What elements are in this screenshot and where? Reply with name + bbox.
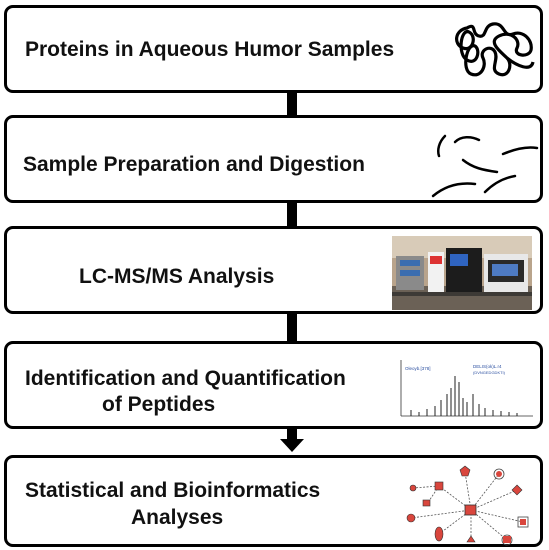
network-graph-icon bbox=[406, 465, 529, 546]
mass-spectrum-plot: Oleoyb.[378] DELIS(ok)L.r4 (DVNGEDGDKTI) bbox=[400, 360, 533, 417]
step-label-line2: Analyses bbox=[131, 506, 224, 529]
step-box-sample-prep: Sample Preparation and Digestion bbox=[4, 115, 543, 203]
step-label: LC-MS/MS Analysis bbox=[79, 265, 275, 288]
flow-connector bbox=[287, 314, 297, 341]
step-label-line1: Statistical and Bioinformatics bbox=[25, 479, 321, 502]
step-box-proteins: Proteins in Aqueous Humor Samples bbox=[4, 5, 543, 93]
step-label: Proteins in Aqueous Humor Samples bbox=[25, 38, 395, 61]
mass-spectrometer-photo bbox=[392, 236, 532, 310]
spectrum-right-label: DELIS(ok)L.r4 bbox=[473, 364, 502, 369]
step-label-line1: Identification and Quantification bbox=[25, 367, 346, 390]
step-label-line2: of Peptides bbox=[102, 393, 216, 416]
flow-connector bbox=[287, 429, 297, 439]
step-box-identification: Identification and Quantification of Pep… bbox=[4, 341, 543, 429]
spectrum-right-sublabel: (DVNGEDGDKTI) bbox=[473, 370, 506, 375]
step-box-statistics: Statistical and Bioinformatics Analyses bbox=[4, 455, 543, 547]
spectrum-left-label: Oleoyb.[378] bbox=[405, 366, 431, 371]
flow-connector bbox=[287, 203, 297, 226]
step-box-lcms: LC-MS/MS Analysis bbox=[4, 226, 543, 314]
protein-scribble-icon bbox=[455, 22, 535, 77]
flow-arrowhead bbox=[280, 439, 304, 452]
peptide-fragments-icon bbox=[431, 134, 539, 198]
step-label: Sample Preparation and Digestion bbox=[23, 153, 365, 176]
flow-connector bbox=[287, 93, 297, 115]
